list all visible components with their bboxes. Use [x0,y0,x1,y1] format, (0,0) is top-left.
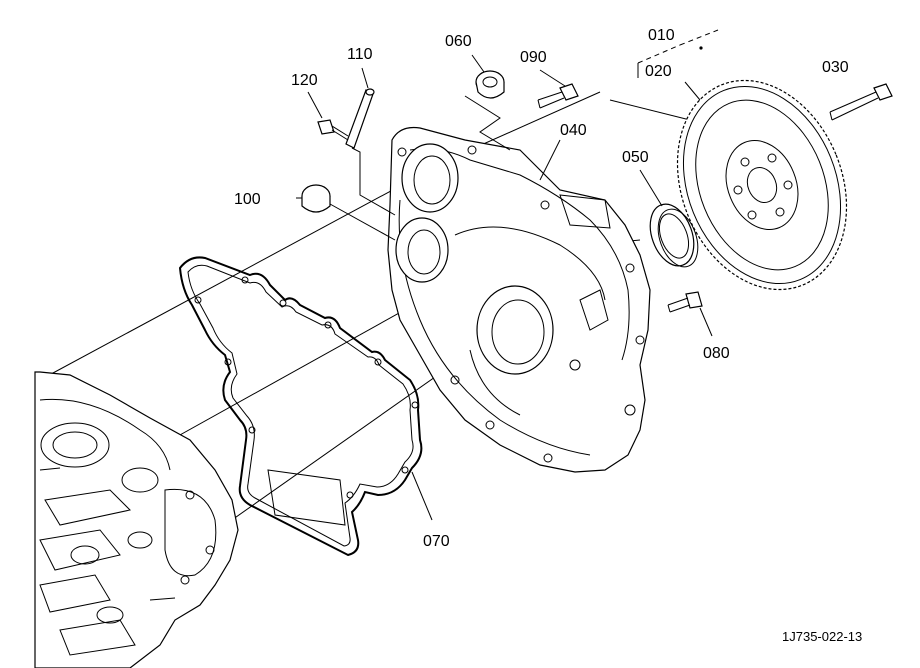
label-110: 110 [347,46,373,63]
reference-code: 1J735-022-13 [782,629,862,644]
bolt-090 [537,69,579,109]
label-060: 060 [445,33,472,50]
engine-block [34,371,239,668]
label-070: 070 [423,533,450,550]
label-100: 100 [234,191,261,208]
part-labels: 010 020 030 040 050 060 070 080 090 100 … [234,27,849,550]
label-120: 120 [291,72,318,89]
plug-100 [296,184,396,241]
label-080: 080 [703,345,730,362]
plug-060 [464,54,511,151]
label-050: 050 [622,149,649,166]
label-030: 030 [822,59,849,76]
bolt-080 [667,291,713,337]
leader-040 [539,139,561,181]
leader-070 [411,471,433,521]
flywheel-020 [676,79,848,291]
assembly-bracket-010 [637,29,719,78]
label-020: 020 [645,63,672,80]
bolt-030 [829,83,893,121]
housing-040 [387,126,651,473]
oil-seal-050 [639,169,699,268]
label-040: 040 [560,122,587,139]
label-010: 010 [648,27,675,44]
bolt-120 [307,91,349,141]
gasket-070 [178,256,423,557]
pin-110 [345,67,396,216]
label-090: 090 [520,49,547,66]
